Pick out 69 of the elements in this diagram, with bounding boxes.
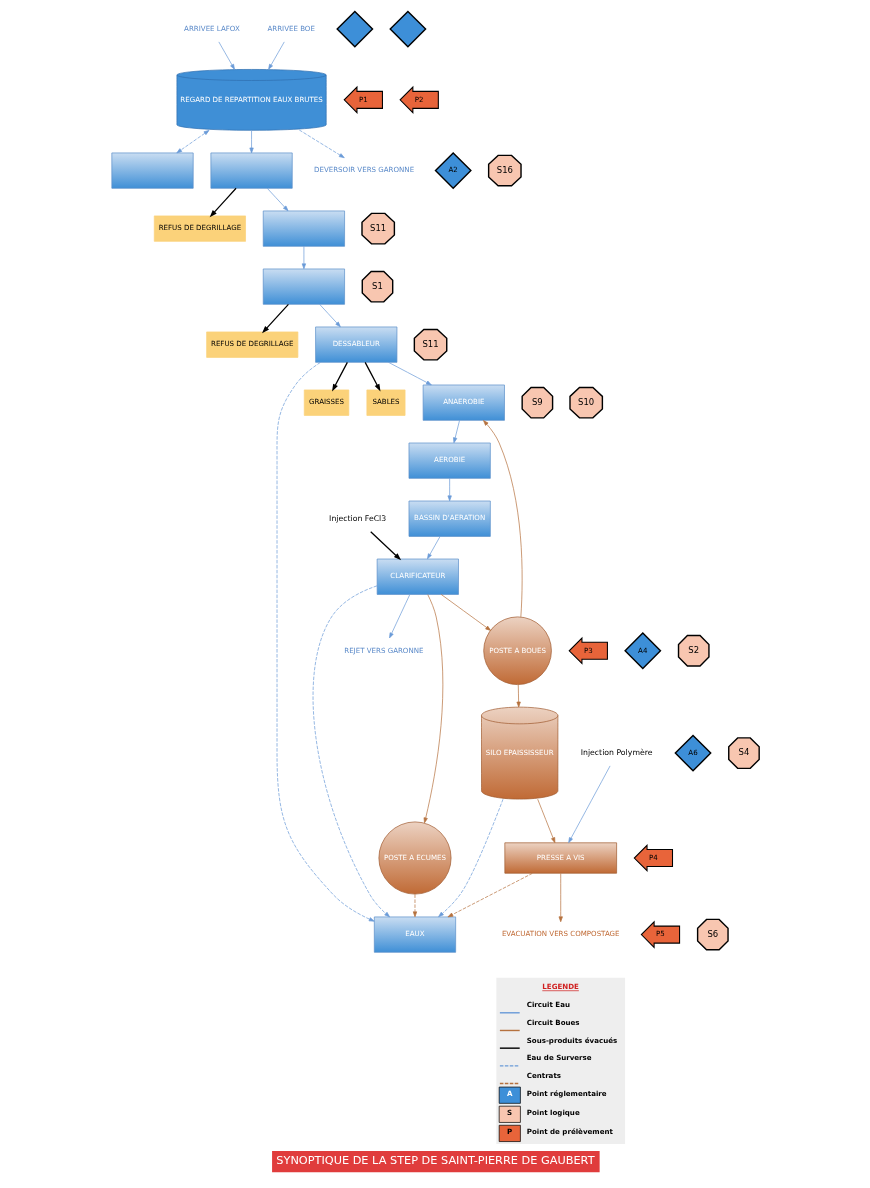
arrow [412,893,417,918]
node-box [262,210,345,247]
legend-label: Sous-produits évacués [526,1035,617,1045]
arrow [388,594,410,639]
node-text: EVACUATION VERS COMPOSTAGE [501,929,620,939]
arrow [301,245,306,270]
node-box: CLARIFICATEUR [376,558,459,595]
legend-label: Point réglementaire [526,1089,607,1099]
arrow [369,531,401,561]
arrow [516,684,521,708]
label: P [506,1127,512,1137]
arrow [266,187,288,212]
node-box: DESSABLEUR [314,326,397,363]
legend-label: Centrats [526,1070,561,1080]
node-diamond: A4 [623,632,661,670]
node-text: DEVERSOIR VERS GARONNE [313,165,414,175]
arrow [261,303,289,334]
arrow [298,129,345,159]
node-box: EAUX [373,916,456,953]
node-diamond: A2 [434,151,472,190]
arrow [558,873,563,923]
arrow [312,585,390,918]
arrow [447,873,533,918]
node-box: REFUS DE DEGRILLAGE [205,331,298,358]
node-diamond [388,10,427,48]
arrow [387,362,432,386]
node-box: REFUS DE DEGRILLAGE [153,215,246,242]
arrow [209,187,237,218]
arrow [440,594,491,631]
legend-label: Point de prélèvement [526,1127,613,1137]
arrow [426,536,440,560]
arrow [331,361,348,392]
label: S [506,1108,512,1118]
node-box: AEROBIE [408,442,491,479]
arrow [175,130,209,154]
node-box: ANAEROBIE [422,384,505,421]
arrow [248,130,254,154]
arrow [567,765,610,843]
diagram-title: SYNOPTIQUE DE LA STEP DE SAINT-PIERRE DE GAUBERT [275,1154,595,1168]
node-diamond: A6 [673,734,712,772]
arrow [482,420,522,618]
node-text: REJET VERS GARONNE [343,645,423,655]
label: A [506,1089,512,1099]
label: LEGENDE [541,982,579,992]
node-box: GRAISSES [303,389,349,416]
node-box [110,152,194,189]
legend-label: Eau de Surverse [526,1053,592,1063]
arrow [276,362,375,922]
legend-label: Circuit Boues [526,1017,580,1027]
arrow [452,420,460,444]
arrow [447,478,452,502]
arrow [218,41,235,70]
node-box [262,268,345,305]
node-text: ARRIVEE LAFOX [183,23,240,33]
node-box: BASSIN D'AERATION [408,500,491,537]
node-text: ARRIVEE BOE [266,23,315,33]
arrow [267,41,285,70]
arrow [536,798,555,843]
node-circle: POSTE A ECUMES [378,821,451,895]
arrow [437,798,503,918]
arrow [318,303,341,328]
legend-label: Point logique [526,1108,580,1118]
node-diamond [335,10,374,48]
arrow [364,361,380,392]
legend-label: Circuit Eau [526,1000,570,1010]
arrow [423,594,443,824]
node-box: SABLES [366,389,405,416]
node-box [210,152,293,189]
node-box: PRESSE A VIS [503,842,617,874]
